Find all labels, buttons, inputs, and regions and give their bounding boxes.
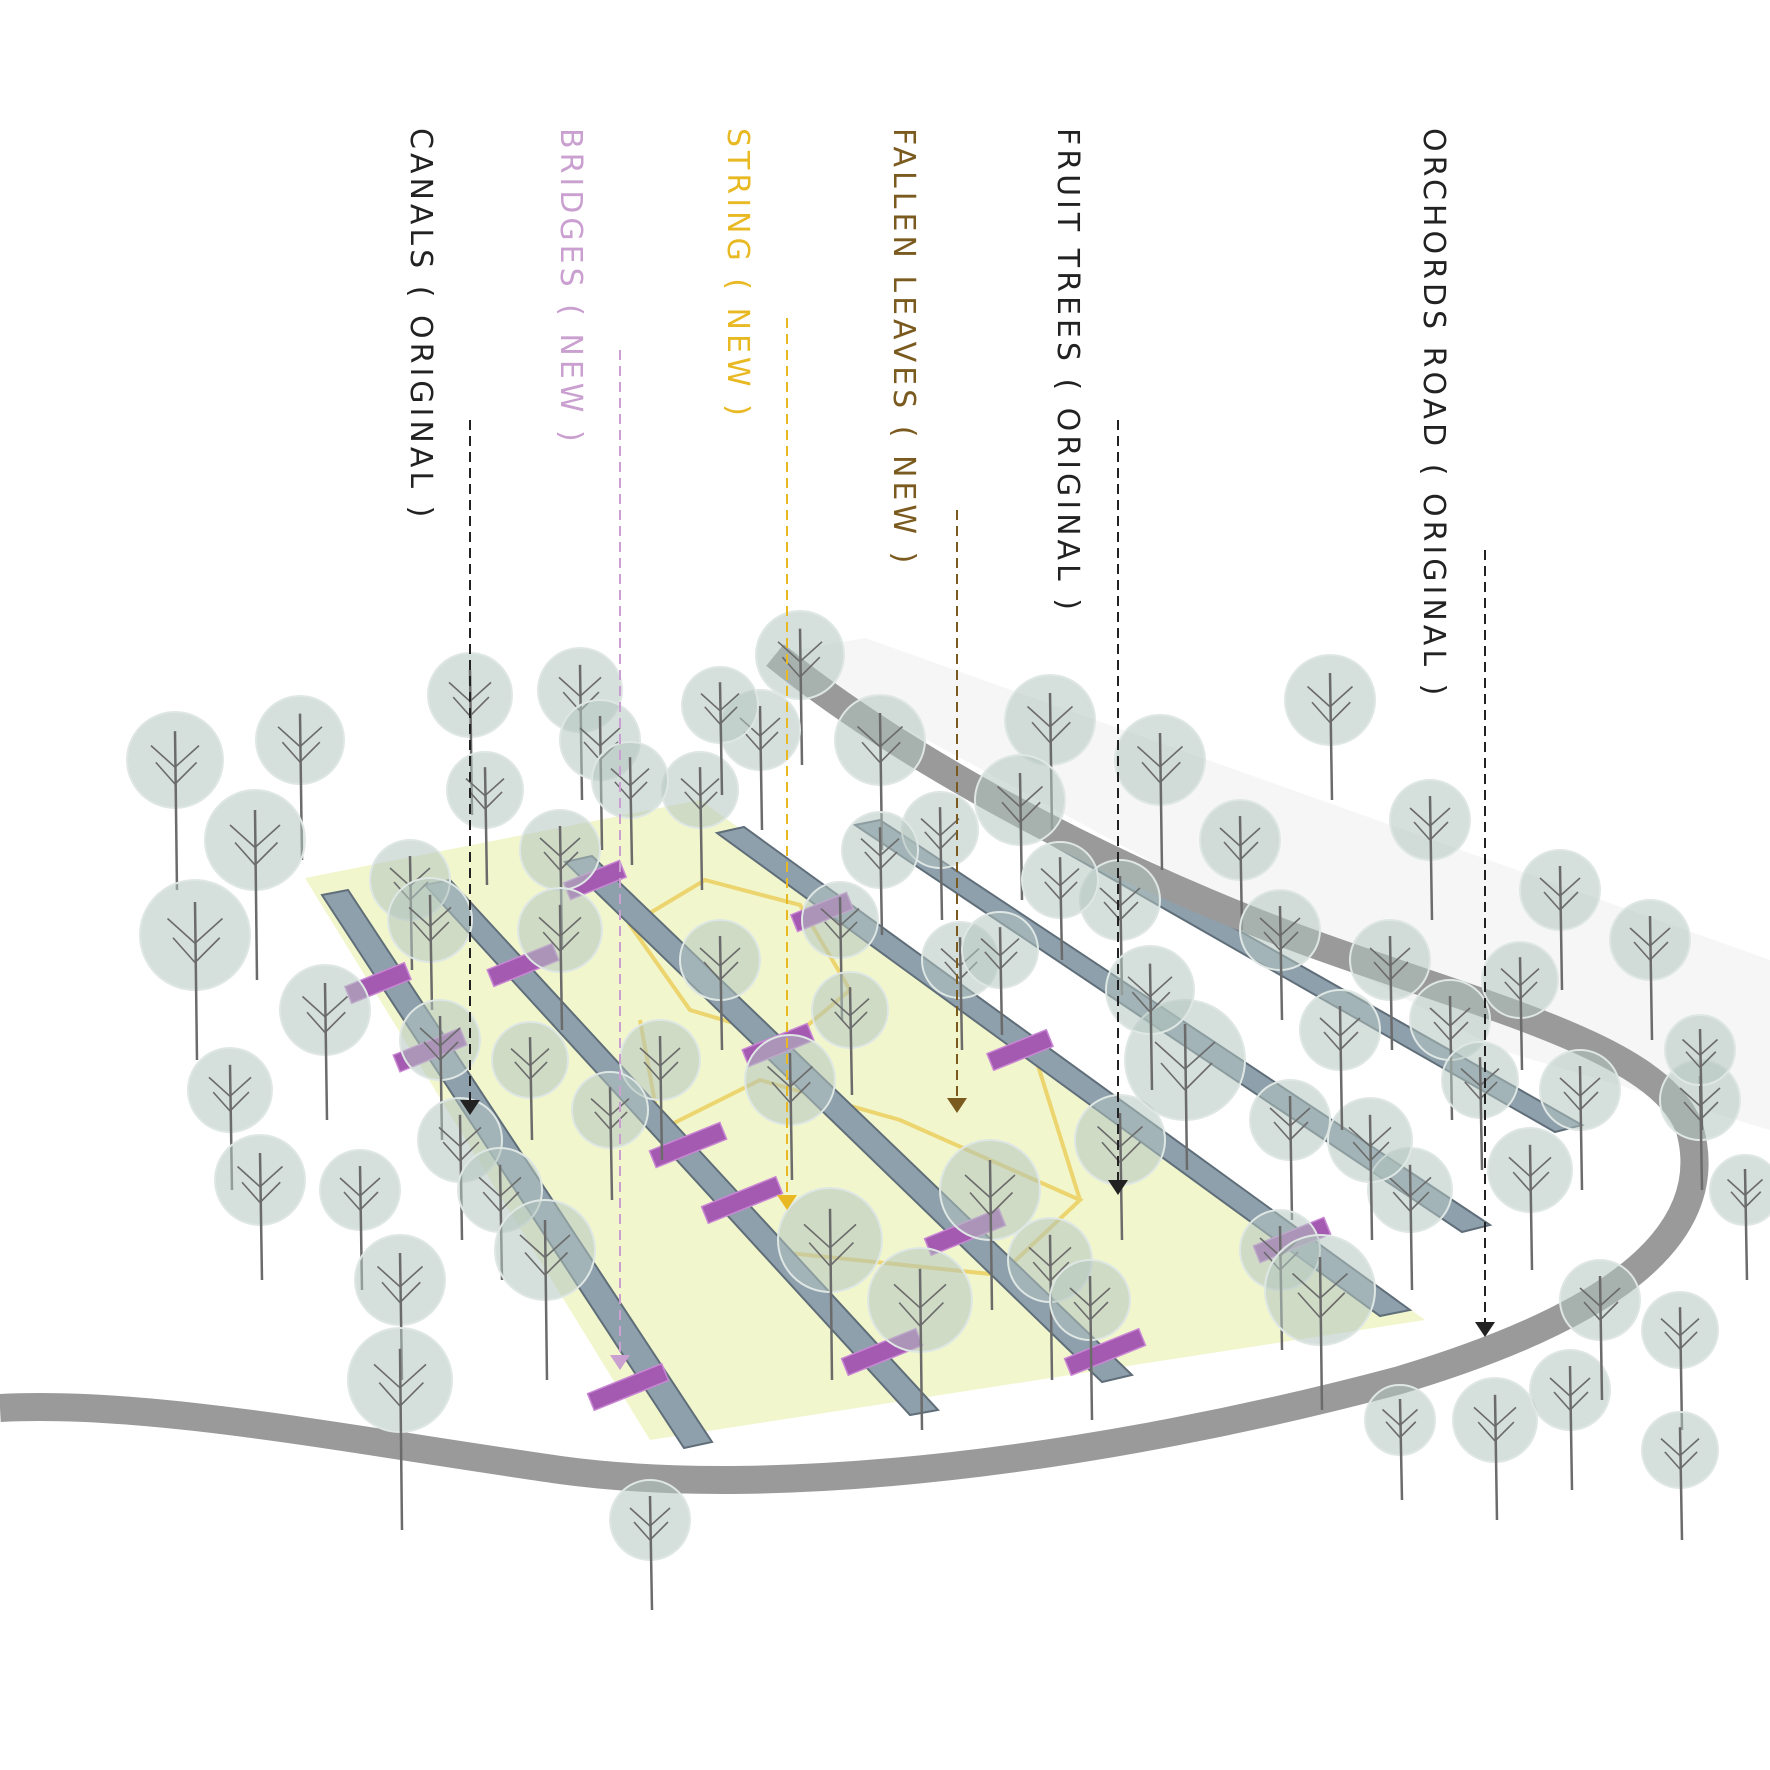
fruit-tree: [1264, 1234, 1376, 1411]
fruit-tree: [1519, 849, 1601, 991]
fruit-tree: [204, 789, 306, 981]
fruit-tree: [1609, 899, 1691, 1041]
fruit-tree: [139, 879, 251, 1061]
leader-lines: [469, 318, 1486, 1355]
fruit-tree: [1529, 1349, 1611, 1491]
label-canals: CANALS ( ORIGINAL ): [403, 128, 438, 522]
legend-item-name: STRING: [720, 128, 755, 265]
legend-item-name: FALLEN LEAVES: [886, 128, 921, 413]
legend-item-name: CANALS: [403, 128, 438, 273]
fruit-tree: [126, 711, 224, 891]
fruit-tree: [1487, 1127, 1573, 1271]
fruit-tree: [974, 754, 1066, 901]
fruit-tree: [347, 1327, 453, 1531]
legend-item-status: ( NEW ): [553, 304, 588, 446]
fruit-tree: [387, 877, 473, 1011]
fruit-tree: [517, 887, 603, 1031]
fruit-tree: [279, 964, 371, 1121]
bridge: [985, 1028, 1055, 1072]
bridge: [586, 1362, 670, 1412]
legend-item-name: ORCHORDS ROAD: [1416, 128, 1451, 451]
bridge: [700, 1175, 784, 1225]
fruit-tree: [399, 999, 481, 1141]
label-fallen-leaves: FALLEN LEAVES ( NEW ): [886, 128, 921, 568]
fruit-tree: [744, 1034, 836, 1181]
fruit-tree: [1349, 919, 1431, 1051]
fruit-tree: [1481, 941, 1559, 1071]
label-fruit-trees: FRUIT TREES ( ORIGINAL ): [1050, 128, 1085, 614]
label-bridges: BRIDGES ( NEW ): [553, 128, 588, 446]
fruit-tree: [961, 911, 1039, 1036]
fruit-tree: [1539, 1049, 1621, 1191]
fruit-tree: [1249, 1079, 1331, 1221]
legend-item-status: ( NEW ): [720, 278, 755, 420]
fruit-tree: [1389, 779, 1471, 921]
fruit-tree: [1239, 889, 1321, 1021]
fruit-trees: [126, 610, 1770, 1611]
bridge: [1063, 1327, 1147, 1377]
fruit-tree: [1299, 989, 1381, 1131]
legend-item-name: FRUIT TREES: [1050, 128, 1085, 365]
fruit-tree: [939, 1139, 1041, 1311]
leaves-arrowhead: [947, 1098, 967, 1113]
fruit-tree: [755, 610, 845, 766]
fruit-tree: [1199, 799, 1281, 931]
label-string: STRING ( NEW ): [720, 128, 755, 420]
fruit-tree: [491, 1021, 569, 1141]
road-arrowhead: [1475, 1322, 1495, 1337]
fruit-tree: [214, 1134, 306, 1281]
fruit-tree: [1021, 841, 1099, 961]
fruit-tree: [1327, 1097, 1413, 1241]
fruit-tree: [1364, 1384, 1436, 1501]
fruit-tree: [777, 1187, 883, 1381]
fruit-tree: [679, 919, 761, 1051]
bridges-arrowhead: [610, 1355, 630, 1370]
canals-arrowhead: [460, 1100, 480, 1115]
fruit-tree: [1441, 1041, 1519, 1171]
fruit-tree: [1074, 1094, 1166, 1241]
fruit-tree: [1114, 714, 1206, 871]
fruit-tree: [609, 1479, 691, 1611]
legend-item-status: ( NEW ): [886, 425, 921, 568]
legend-item-status: ( ORIGINAL ): [403, 285, 438, 522]
fruit-tree: [1105, 945, 1195, 1091]
label-orchards-road: ORCHORDS ROAD ( ORIGINAL ): [1416, 128, 1451, 700]
bridge: [648, 1121, 728, 1169]
legend-item-status: ( ORIGINAL ): [1416, 463, 1451, 700]
fruit-tree: [811, 971, 889, 1096]
fruit-tree: [571, 1071, 649, 1201]
fruit-tree: [1641, 1411, 1719, 1541]
fruit-tree: [841, 811, 919, 936]
fruit-tree: [1559, 1259, 1641, 1401]
legend-item-status: ( ORIGINAL ): [1050, 378, 1085, 614]
fruit-tree: [1004, 674, 1096, 831]
fruit-tree: [1284, 654, 1376, 801]
trees-arrowhead: [1108, 1180, 1128, 1195]
fruit-tree: [446, 751, 524, 886]
fruit-tree: [591, 741, 669, 866]
fruit-tree: [494, 1199, 596, 1381]
fruit-tree: [1049, 1259, 1131, 1421]
string-arrowhead: [777, 1195, 797, 1210]
fruit-tree: [1709, 1154, 1770, 1281]
fruit-tree: [1664, 1014, 1736, 1131]
fruit-tree: [681, 666, 759, 796]
legend-item-name: BRIDGES: [553, 128, 588, 291]
fruit-tree: [867, 1247, 973, 1431]
fruit-tree: [1641, 1291, 1719, 1431]
fruit-tree: [1452, 1377, 1538, 1521]
leader-arrows: [460, 1098, 1495, 1370]
